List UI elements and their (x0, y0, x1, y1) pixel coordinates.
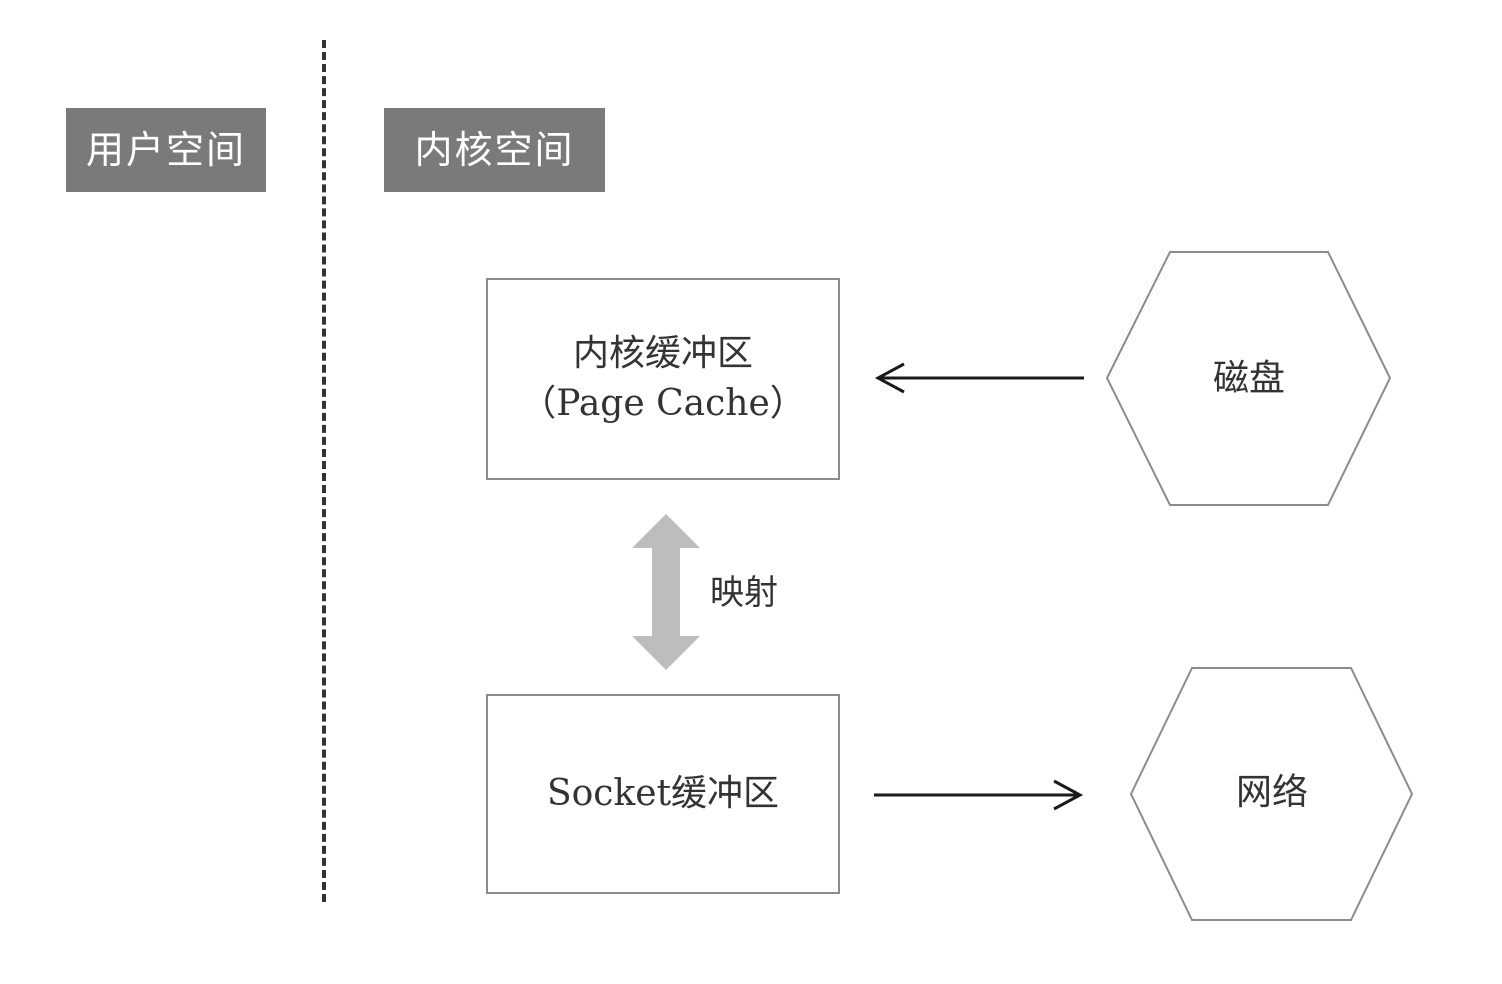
socket-buffer-box: Socket缓冲区 (486, 694, 840, 894)
disk-label: 磁盘 (1212, 358, 1285, 399)
user-space-label: 用户空间 (66, 108, 266, 192)
page-cache-box: 内核缓冲区 （Page Cache） (486, 278, 840, 480)
mapping-double-arrow (632, 514, 700, 670)
disk-to-cache-arrow (874, 362, 1084, 394)
socket-to-network-arrow (874, 779, 1084, 811)
space-divider-line (322, 40, 326, 902)
kernel-space-label: 内核空间 (384, 108, 605, 192)
mapping-label: 映射 (710, 573, 778, 613)
page-cache-title: 内核缓冲区 (572, 333, 753, 374)
disk-hexagon (1105, 251, 1392, 506)
page-cache-subtitle: （Page Cache） (520, 383, 806, 424)
network-label: 网络 (1235, 772, 1308, 813)
socket-buffer-title: Socket缓冲区 (546, 773, 780, 814)
network-hexagon (1129, 667, 1414, 921)
